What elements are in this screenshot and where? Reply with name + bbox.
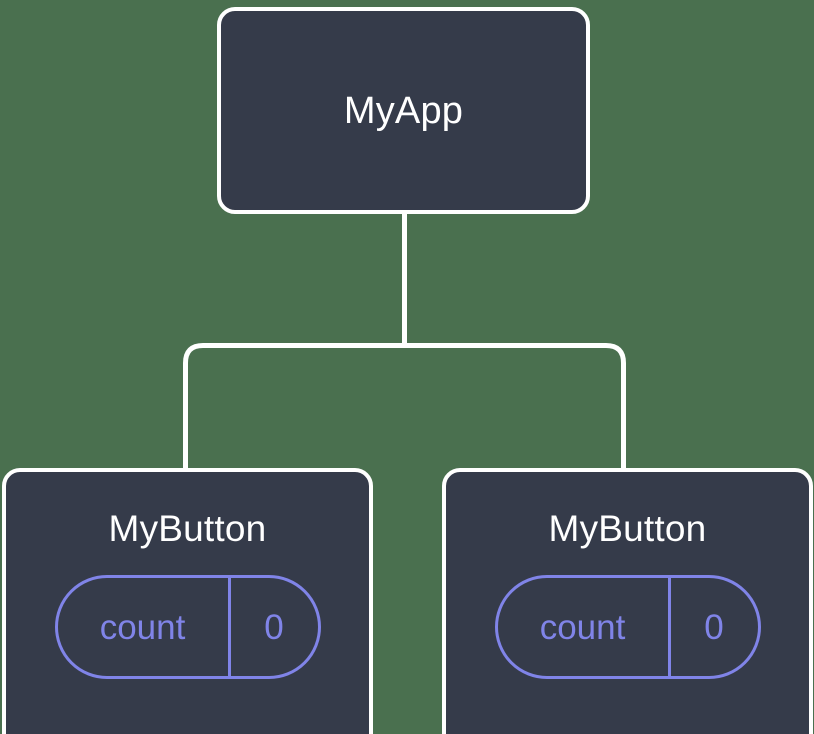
node-mybutton-right[interactable]: MyButton count 0 <box>442 468 813 734</box>
state-badge[interactable]: count 0 <box>54 575 321 679</box>
node-mybutton-left[interactable]: MyButton count 0 <box>2 468 373 734</box>
state-badge[interactable]: count 0 <box>494 575 761 679</box>
state-value: 0 <box>704 607 724 647</box>
node-title: MyApp <box>343 89 464 132</box>
state-key: count <box>498 578 671 676</box>
node-title: MyButton <box>548 508 707 549</box>
state-value: 0 <box>264 607 284 647</box>
connector-bracket <box>183 343 626 478</box>
node-myapp[interactable]: MyApp <box>217 7 590 214</box>
state-key: count <box>58 578 231 676</box>
node-title: MyButton <box>108 508 267 549</box>
